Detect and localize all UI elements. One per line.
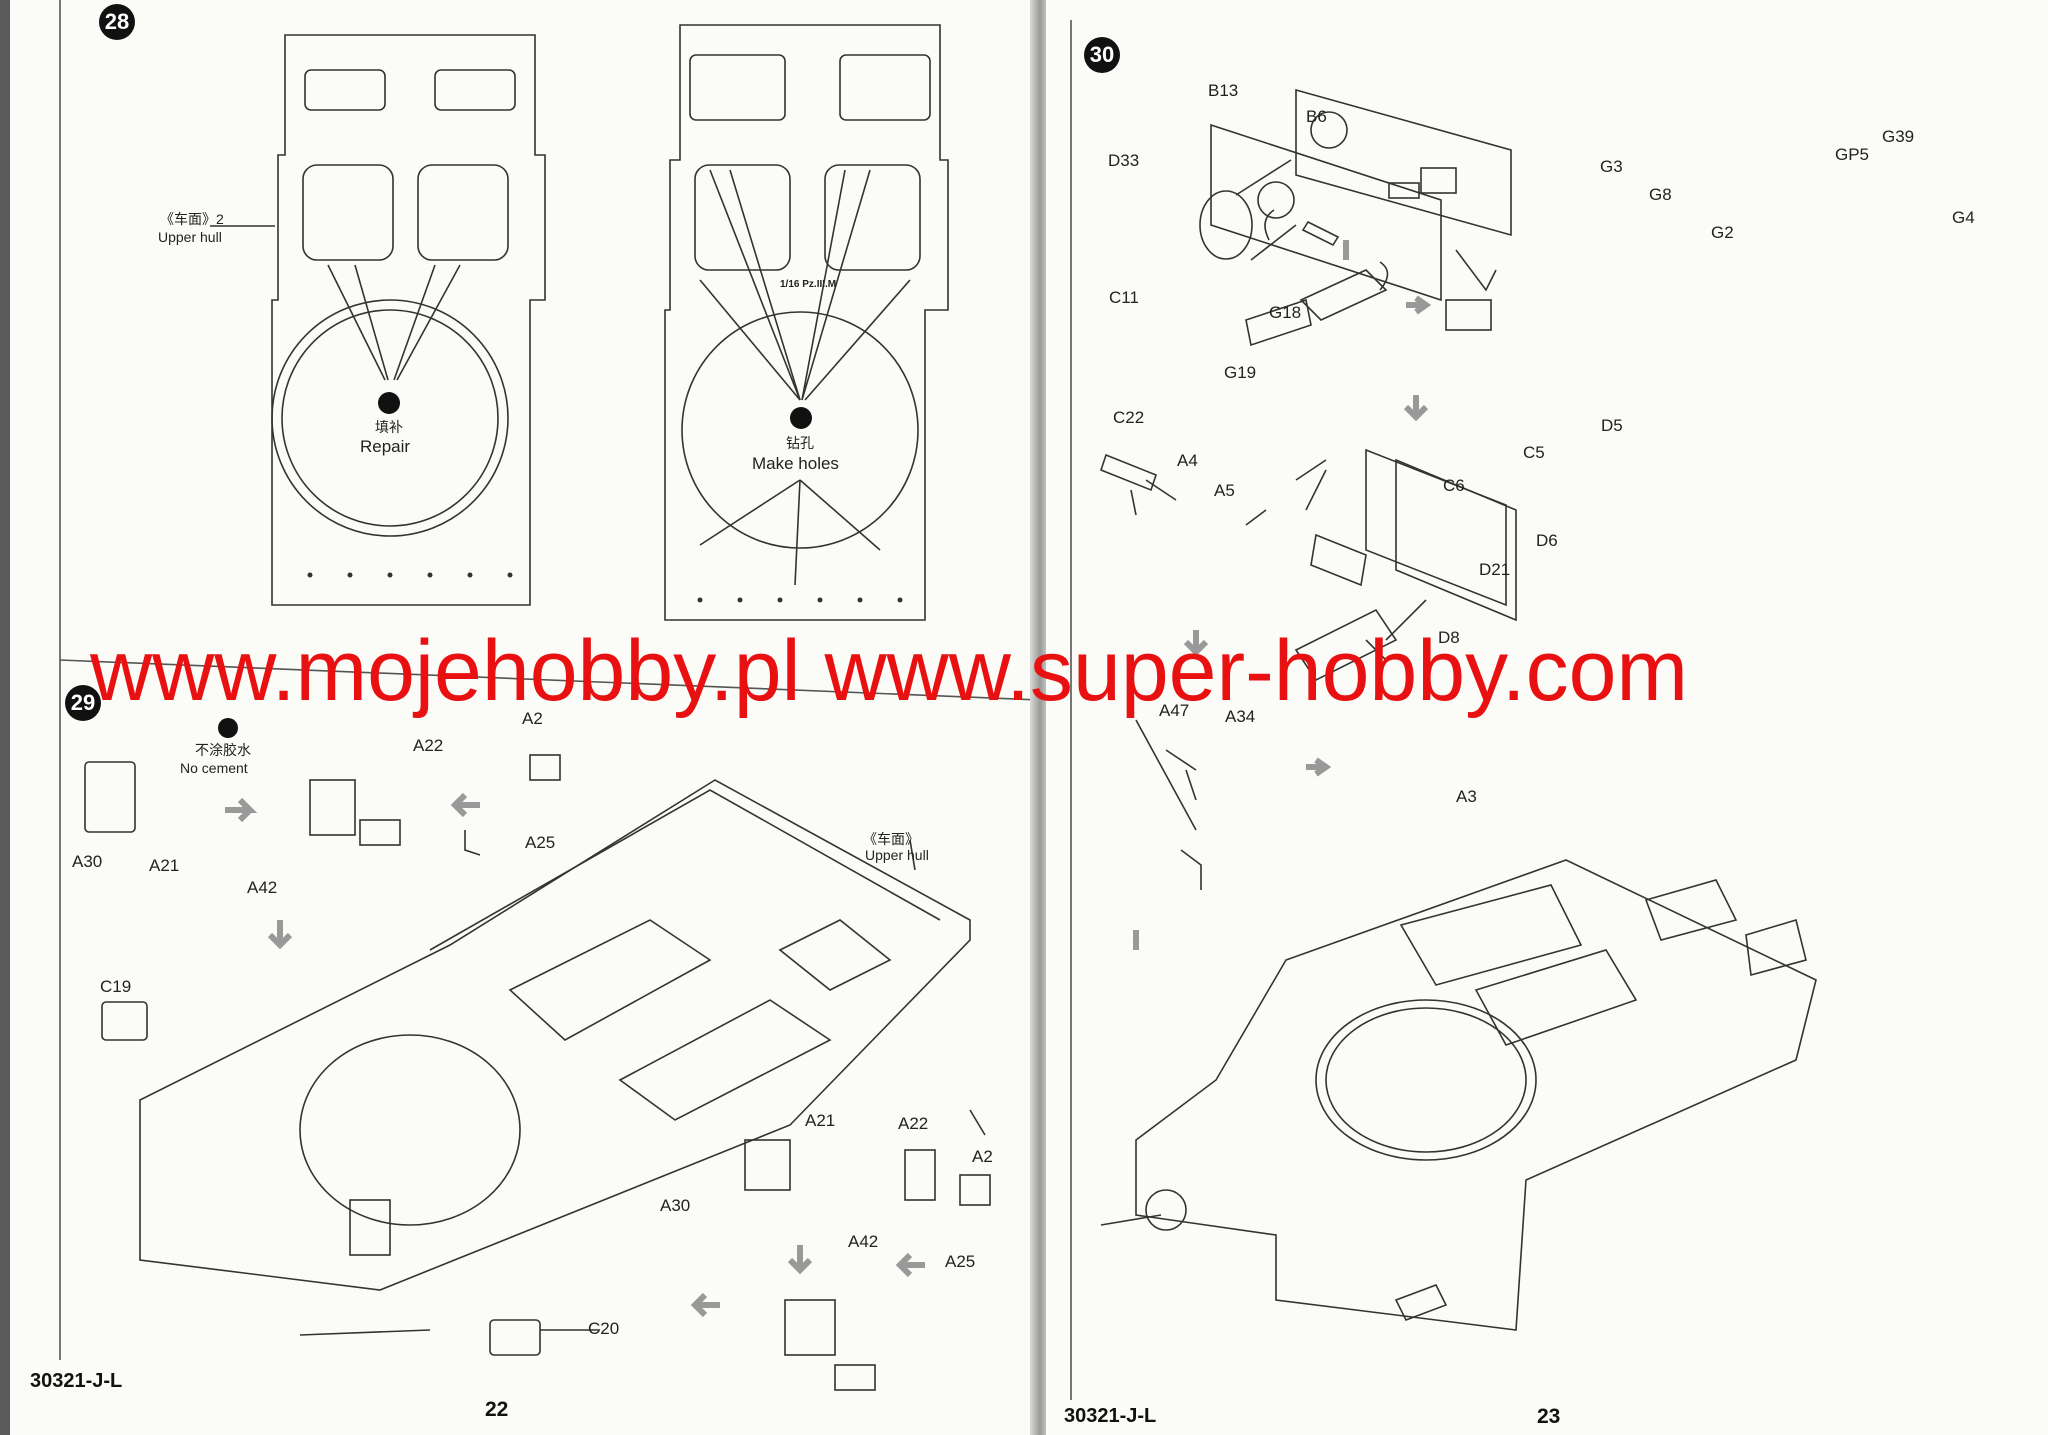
- no-cement-icon: [218, 718, 238, 738]
- step-28-badge: 28: [99, 4, 135, 40]
- part-a21-b: A21: [805, 1111, 836, 1130]
- part-a21: A21: [149, 856, 180, 875]
- part-gp5: GP5: [1835, 145, 1870, 164]
- part-a42-b: A42: [848, 1232, 879, 1251]
- part-a34: A34: [1225, 707, 1256, 726]
- part-b13: B13: [1208, 81, 1239, 100]
- left-page-drawings: [59, 0, 1040, 1391]
- upper-hull-cn-label: 《车面》2: [160, 211, 224, 227]
- left-page: 28 《车面》2 Upper hull 填补 Repair 1/16 Pz.II…: [10, 0, 1040, 1435]
- upper-hull-en-label-29: Upper hull: [865, 847, 929, 863]
- part-g3: G3: [1600, 157, 1623, 176]
- hull-plate-1: [271, 34, 546, 606]
- right-page-drawings: [1070, 20, 1817, 1400]
- part-c22: C22: [1113, 408, 1145, 427]
- repair-cn-label: 填补: [375, 419, 403, 435]
- no-cement-cn-label: 不涂胶水: [195, 742, 251, 758]
- part-d5: D5: [1601, 416, 1623, 435]
- part-c5: C5: [1523, 443, 1545, 462]
- part-g19: G19: [1224, 363, 1257, 382]
- part-a5: A5: [1214, 481, 1235, 500]
- hull-body-29: [139, 779, 971, 1291]
- part-c20: C20: [588, 1319, 620, 1338]
- holes-cn-label: 钻孔: [786, 435, 814, 451]
- part-d8: D8: [1438, 628, 1460, 647]
- part-d21: D21: [1479, 560, 1511, 579]
- repair-icon: [378, 392, 400, 414]
- part-c19: C19: [100, 977, 132, 996]
- left-page-number: 22: [485, 1398, 509, 1421]
- part-g8: G8: [1649, 185, 1672, 204]
- book-gutter: [1030, 0, 1050, 1435]
- part-a42: A42: [247, 878, 278, 897]
- part-a25: A25: [525, 833, 556, 852]
- part-a22-b: A22: [898, 1114, 929, 1133]
- holes-en-label: Make holes: [752, 454, 839, 473]
- part-a47: A47: [1159, 701, 1190, 720]
- part-a25-b: A25: [945, 1252, 976, 1271]
- part-b6: B6: [1306, 107, 1327, 126]
- part-a2-b: A2: [972, 1147, 993, 1166]
- part-c6: C6: [1443, 476, 1465, 495]
- upper-hull-en-label: Upper hull: [158, 229, 222, 245]
- plate-text: 1/16 Pz.III.M: [780, 279, 837, 290]
- right-page: 30 B13 B6 D33 C11 G18 G19 G3 G8 G2 GP5 G…: [1046, 0, 2048, 1435]
- part-a3: A3: [1456, 787, 1477, 806]
- right-footer-code: 30321-J-L: [1064, 1405, 1157, 1427]
- hull-plate-2: [664, 24, 949, 621]
- drill-icon: [790, 407, 812, 429]
- part-a4: A4: [1177, 451, 1198, 470]
- plate-b6: [1295, 88, 1512, 237]
- part-a2: A2: [522, 709, 543, 728]
- part-d33: D33: [1108, 151, 1140, 170]
- hull-body-30: [1135, 859, 1817, 1331]
- part-c11: C11: [1109, 288, 1139, 307]
- right-page-number: 23: [1537, 1405, 1561, 1428]
- step-30-badge: 30: [1084, 37, 1120, 73]
- part-g2: G2: [1711, 223, 1734, 242]
- part-d6: D6: [1536, 531, 1558, 550]
- no-cement-en-label: No cement: [180, 760, 248, 776]
- watermark-text: www.mojehobby.pl www.super-hobby.com: [90, 623, 1689, 719]
- part-a30: A30: [72, 852, 103, 871]
- part-g18: G18: [1269, 303, 1302, 322]
- left-footer-code: 30321-J-L: [30, 1370, 123, 1392]
- part-a22: A22: [413, 736, 444, 755]
- upper-hull-cn-label-29: 《车面》: [863, 831, 919, 847]
- step-29-badge: 29: [65, 685, 101, 721]
- repair-en-label: Repair: [360, 437, 411, 456]
- part-g39: G39: [1882, 127, 1915, 146]
- part-g4: G4: [1952, 208, 1975, 227]
- part-a30-b: A30: [660, 1196, 691, 1215]
